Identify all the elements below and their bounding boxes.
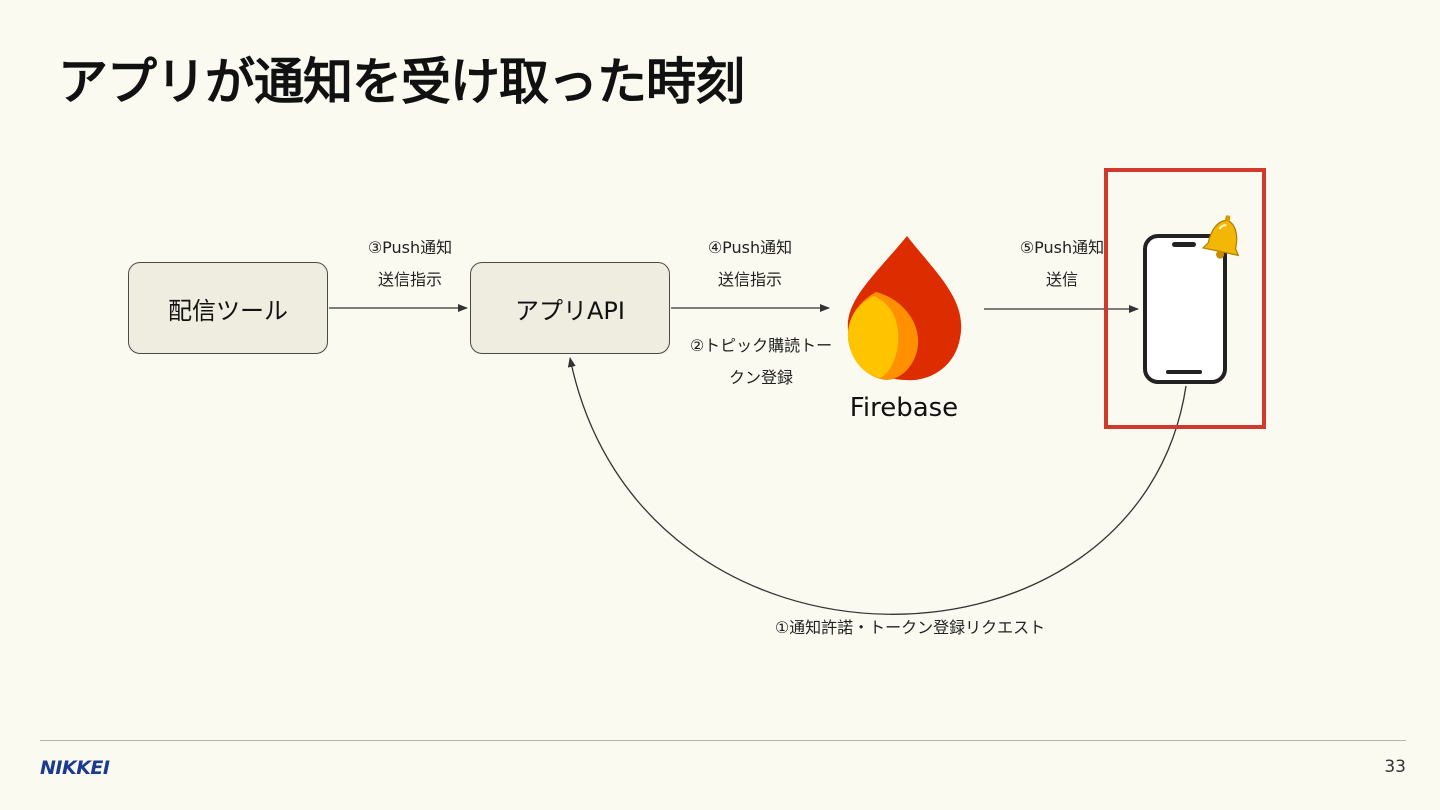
firebase-flame-icon xyxy=(847,236,962,381)
smartphone-icon xyxy=(1143,234,1227,384)
edge-label-step3-line2: 送信指示 xyxy=(377,270,442,289)
edge-label-step4: ④Push通知 送信指示 xyxy=(680,232,820,296)
edge-label-step2-line1: ②トピック購読トー xyxy=(689,336,833,355)
edge-phone-to-api xyxy=(567,357,1187,615)
edge-label-step5: ⑤Push通知 送信 xyxy=(992,232,1132,296)
edge-label-step1: ①通知許諾・トークン登録リクエスト xyxy=(774,618,1046,637)
edge-label-step2: ②トピック購読トー クン登録 xyxy=(676,330,846,394)
slide-title: アプリが通知を受け取った時刻 xyxy=(58,53,745,111)
edge-label-step4-line2: 送信指示 xyxy=(717,270,782,289)
firebase-label: Firebase xyxy=(849,393,959,423)
device-highlight-box xyxy=(1104,168,1266,429)
edge-label-step5-line2: 送信 xyxy=(1045,270,1078,289)
edge-label-step4-line1: ④Push通知 xyxy=(707,238,793,257)
edge-label-step3: ③Push通知 送信指示 xyxy=(340,232,480,296)
page-number: 33 xyxy=(1384,757,1406,777)
delivery-tool-node: 配信ツール xyxy=(128,262,328,354)
footer-divider xyxy=(40,740,1406,741)
edge-label-step3-line1: ③Push通知 xyxy=(367,238,453,257)
edge-label-step5-line1: ⑤Push通知 xyxy=(1019,238,1105,257)
app-api-node: アプリAPI xyxy=(470,262,670,354)
edge-label-step2-line2: クン登録 xyxy=(728,368,793,387)
bell-icon xyxy=(1201,215,1240,259)
nikkei-logo: NIKKEI xyxy=(40,757,110,779)
